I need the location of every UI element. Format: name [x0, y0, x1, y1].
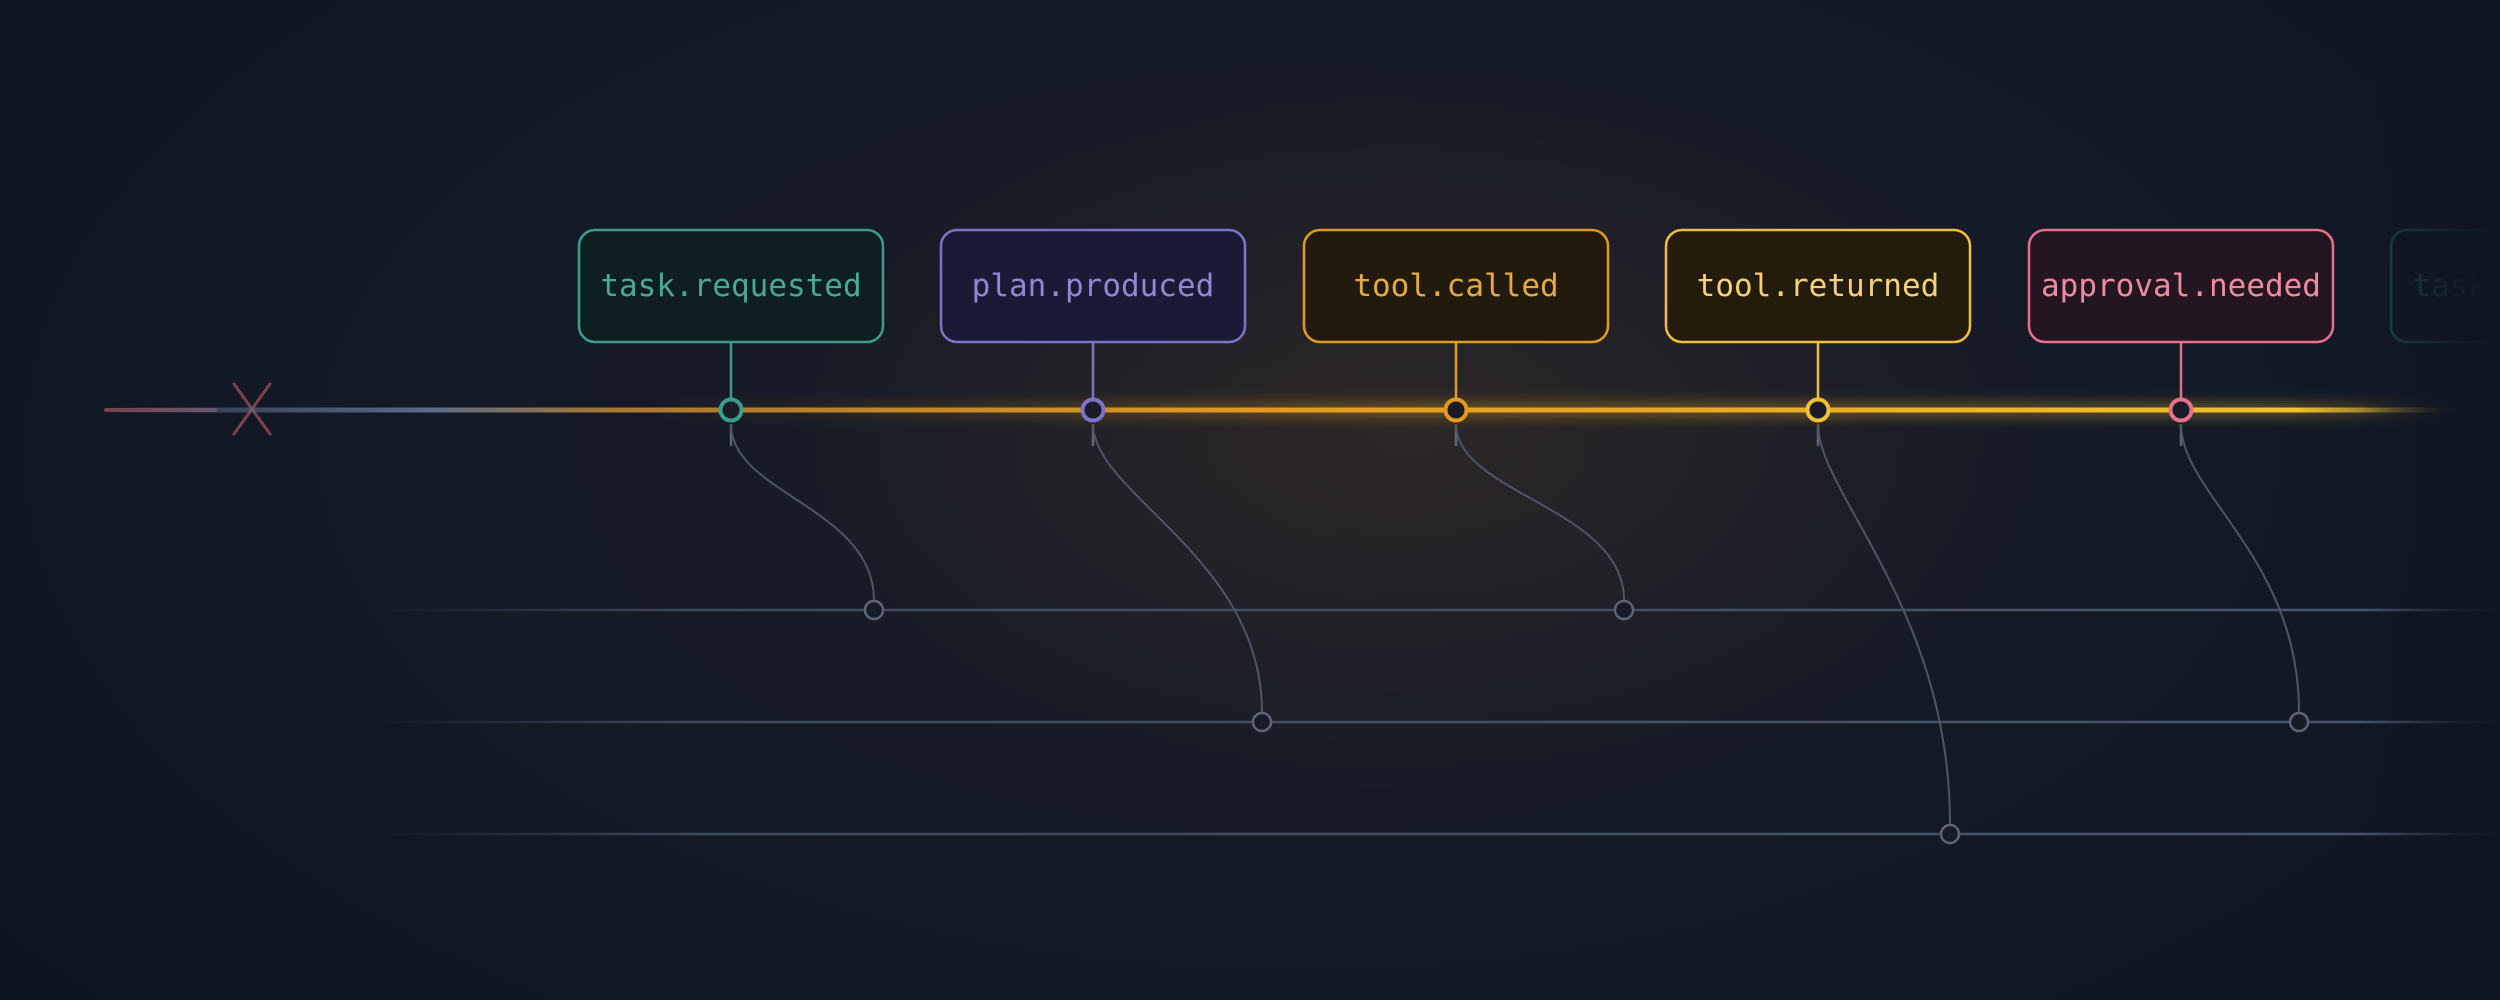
event-label: tool.returned [1697, 268, 1940, 304]
event-dot[interactable] [1080, 397, 1106, 423]
connector-curve [1817, 423, 1951, 825]
lane-node[interactable] [1251, 711, 1273, 733]
connector-curve [2180, 423, 2300, 713]
lane-node[interactable] [1613, 599, 1635, 621]
event-node[interactable]: task.requested [2389, 228, 2500, 400]
connector-curve [730, 423, 875, 601]
event-node[interactable]: plan.produced [939, 228, 1247, 423]
event-label: tool.called [1353, 268, 1558, 304]
event-label: approval.needed [2041, 268, 2321, 304]
event-dot[interactable] [1805, 397, 1831, 423]
connectors [729, 423, 2300, 825]
event-node[interactable]: approval.needed [2027, 228, 2335, 423]
lane-node[interactable] [2288, 711, 2310, 733]
event-node[interactable]: tool.returned [1664, 228, 1972, 423]
event-dot[interactable] [1443, 397, 1469, 423]
event-dot[interactable] [2168, 397, 2194, 423]
lanes [380, 599, 2500, 845]
event-label: plan.produced [972, 268, 1215, 304]
event-node[interactable]: task.requested [577, 228, 885, 423]
connector-curve [1455, 423, 1625, 601]
event-node[interactable]: tool.called [1302, 228, 1610, 423]
event-label: task.requested [600, 268, 861, 304]
main-timeline [100, 382, 2460, 436]
lane-node[interactable] [1939, 823, 1961, 845]
connector-curve [1092, 423, 1263, 713]
event-label: task.requested [2412, 268, 2500, 304]
event-dot[interactable] [718, 397, 744, 423]
events: task.requested plan.produced tool.called to… [577, 228, 2500, 423]
lane-node[interactable] [863, 599, 885, 621]
